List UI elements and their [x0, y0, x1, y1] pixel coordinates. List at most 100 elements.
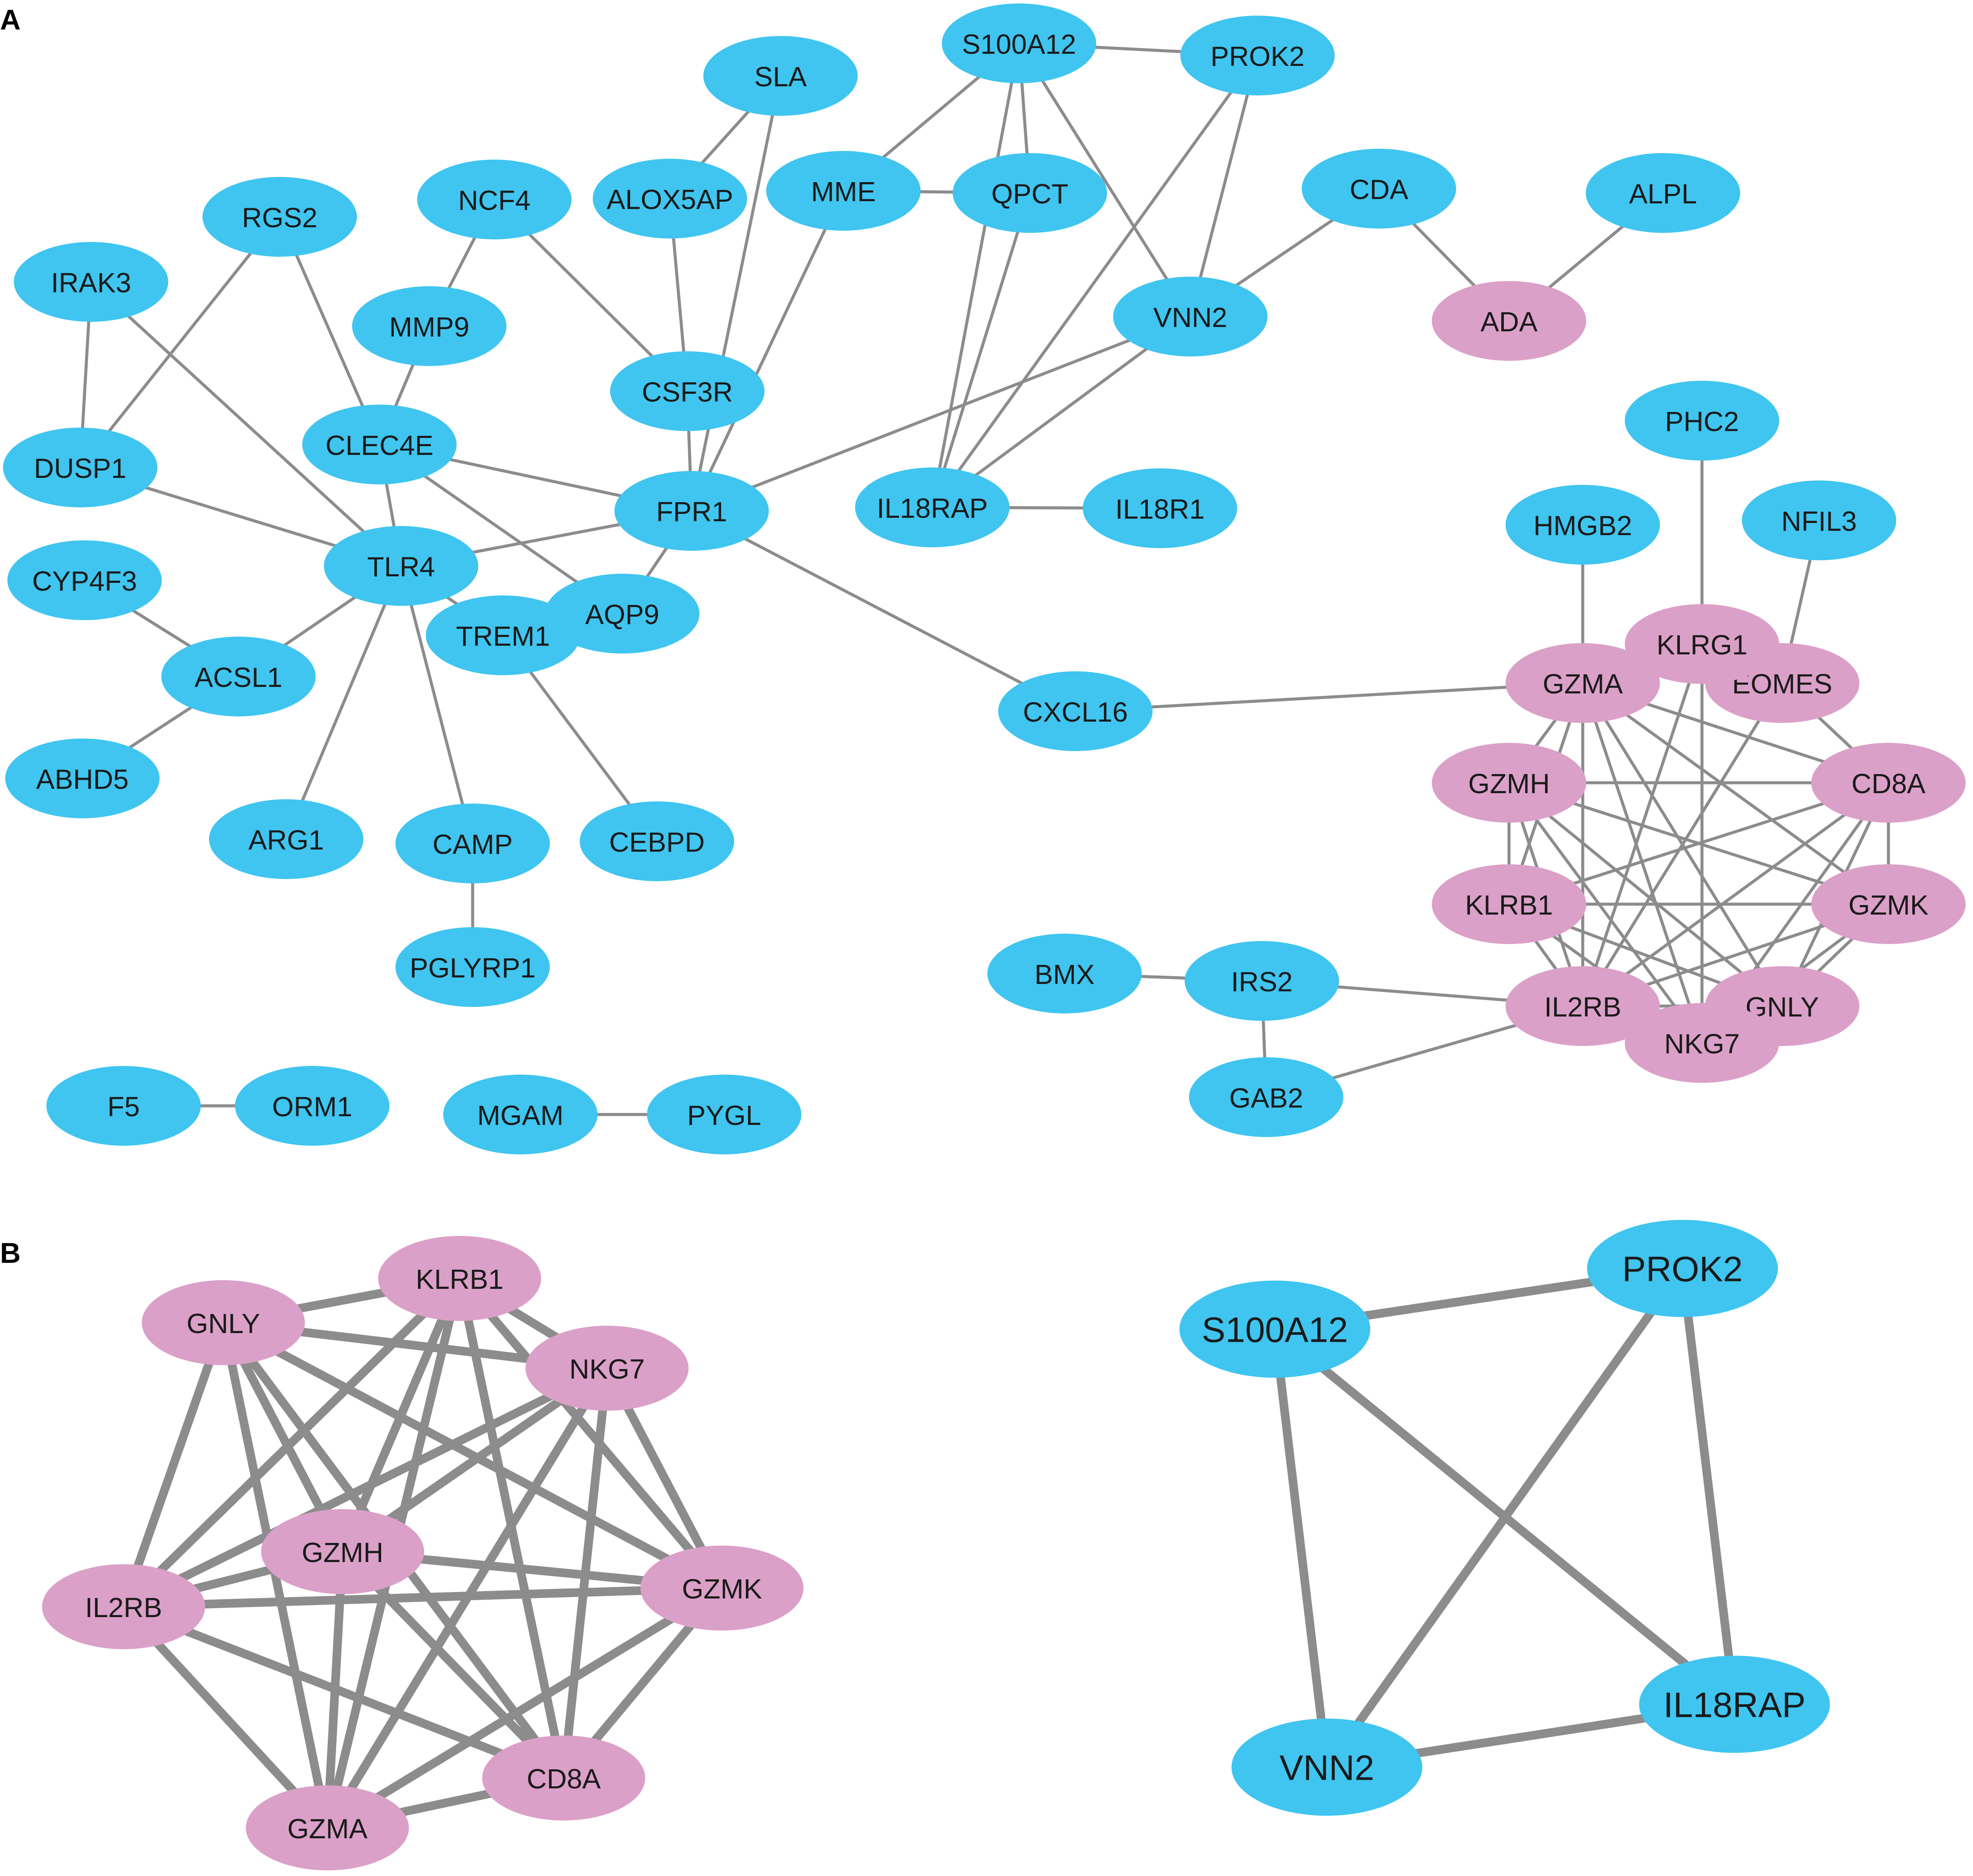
- panel-a-node-ada: ADA: [1432, 281, 1586, 361]
- panel-a-node-il18r1: IL18R1: [1083, 468, 1237, 548]
- panel-a-node-mgam: MGAM: [443, 1075, 598, 1154]
- panel-a-node-label-gzma: GZMA: [1543, 668, 1623, 699]
- panel-a-edge-irak3-tlr4: [90, 281, 402, 567]
- panel-a-node-label-ncf4: NCF4: [458, 185, 530, 216]
- panel-a-node-label-camp: CAMP: [433, 829, 513, 860]
- panel-a-node-csf3r: CSF3R: [610, 351, 764, 431]
- panel-a-node-shape-alox5ap: [593, 159, 747, 239]
- panel-a-node-label-csf3r: CSF3R: [642, 376, 733, 408]
- panel-a-node-label-gzmk: GZMK: [1849, 889, 1929, 921]
- panel-a-node-shape-clec4e: [302, 405, 457, 484]
- panel-a-node-alpl: ALPL: [1586, 153, 1740, 233]
- panel-a-node-vnn2: VNN2: [1113, 277, 1267, 356]
- panel-a-node-fpr1: FPR1: [614, 471, 769, 551]
- panel-a-node-cd8a: CD8A: [1811, 743, 1966, 823]
- panel-a-node-shape-mme: [766, 151, 921, 231]
- panel-a-node-shape-nkg7: [1625, 1003, 1779, 1083]
- panel-a-edge-gzmh-nkg7: [1508, 781, 1703, 1044]
- panel-a-node-shape-dusp1: [3, 428, 157, 507]
- panel-a-edge-gzma-gzmk: [1581, 682, 1890, 905]
- panel-a-node-label-pygl: PYGL: [687, 1100, 761, 1131]
- panel-a-node-abhd5: ABHD5: [5, 739, 160, 818]
- panel-a-node-label-phc2: PHC2: [1665, 406, 1739, 437]
- panel-b-node-gzma: GZMA: [246, 1785, 409, 1870]
- panel-a-node-label-arg1: ARG1: [248, 824, 324, 856]
- panel-a-node-shape-trem1: [426, 595, 580, 675]
- panel-a-node-shape-cebpd: [580, 801, 734, 881]
- panel-a-node-eomes: EOMES: [1705, 643, 1859, 723]
- panel-a-edge-s100a12-il18rap: [931, 43, 1021, 508]
- panel-a-node-shape-mgam: [443, 1075, 598, 1154]
- panel-a-node-bmx: BMX: [987, 934, 1142, 1013]
- panel-a-node-mmp9: MMP9: [352, 286, 506, 366]
- panel-a-node-klrg1: KLRG1: [1625, 604, 1779, 684]
- panel-b-node-prok2: PROK2: [1587, 1220, 1778, 1317]
- panel-a-node-aqp9: AQP9: [545, 574, 699, 654]
- panel-a-node-label-rgs2: RGS2: [242, 202, 317, 233]
- panel-a-node-shape-rgs2: [203, 177, 357, 257]
- panel-a-node-alox5ap: ALOX5AP: [593, 159, 747, 239]
- panel-a-node-shape-s100a12: [942, 3, 1096, 83]
- panel-a-node-shape-sla: [703, 36, 858, 116]
- panel-a-node-label-ada: ADA: [1480, 306, 1538, 337]
- panel-b-edge-s100a12-vnn2: [1271, 1328, 1331, 1768]
- panel-b-node-il18rap: IL18RAP: [1639, 1656, 1830, 1753]
- panel-b-edge-gnly-il2rb: [119, 1321, 228, 1608]
- panel-a-edge-tlr4-camp: [399, 565, 474, 844]
- panel-b-node-shape-s100a12: [1179, 1281, 1370, 1378]
- panel-b-node-shape-gnly: [142, 1280, 305, 1365]
- panel-b-node-shape-il2rb: [42, 1564, 205, 1649]
- panel-b-edge-gzmk-il2rb: [123, 1584, 722, 1611]
- panel-a-node-label-clec4e: CLEC4E: [326, 430, 434, 461]
- panel-a-node-label-alox5ap: ALOX5AP: [607, 184, 733, 215]
- panel-a-node-label-cd8a: CD8A: [1852, 768, 1926, 799]
- panel-a-node-shape-orm1: [235, 1066, 389, 1146]
- panel-a-node-qpct: QPCT: [953, 153, 1107, 233]
- panel-b-node-label-prok2: PROK2: [1622, 1250, 1743, 1289]
- panel-a-node-shape-pygl: [647, 1075, 801, 1154]
- panel-a-node-shape-il18r1: [1083, 468, 1237, 548]
- panel-a-node-gab2: GAB2: [1189, 1057, 1343, 1137]
- panel-a-node-label-s100a12: S100A12: [962, 29, 1076, 60]
- panel-a-node-pglyrp1: PGLYRP1: [395, 927, 550, 1007]
- panel-a-node-label-nfil3: NFIL3: [1781, 506, 1857, 537]
- panel-a-node-klrb1: KLRB1: [1432, 864, 1586, 944]
- panel-a-node-hmgb2: HMGB2: [1506, 485, 1660, 565]
- panel-a-node-shape-bmx: [987, 934, 1142, 1013]
- panel-a-node-shape-cxcl16: [998, 671, 1153, 751]
- panel-b-node-shape-cd8a: [482, 1735, 645, 1820]
- panel-a-node-shape-cyp4f3: [7, 540, 162, 620]
- panel-a-node-label-alpl: ALPL: [1629, 178, 1697, 209]
- panel-a-node-pygl: PYGL: [647, 1075, 801, 1154]
- panel-a-node-shape-arg1: [209, 799, 363, 879]
- panel-a-node-shape-il18rap: [855, 467, 1009, 547]
- panel-a-node-label-hmgb2: HMGB2: [1533, 510, 1632, 541]
- panel-b-node-shape-prok2: [1587, 1220, 1778, 1317]
- panel-b-node-shape-nkg7: [526, 1326, 689, 1411]
- panel-a-node-shape-f5: [46, 1066, 201, 1146]
- panel-a-node-shape-cda: [1302, 149, 1456, 229]
- panel-b-label: B: [0, 1237, 21, 1269]
- panel-b-edge-klrb1-il2rb: [121, 1275, 463, 1610]
- panel-a-node-irak3: IRAK3: [14, 242, 168, 322]
- panel-a-node-nfil3: NFIL3: [1742, 480, 1896, 560]
- panel-a-node-shape-phc2: [1625, 381, 1779, 461]
- panel-b-node-nkg7: NKG7: [526, 1326, 689, 1411]
- panel-a-node-irs2: IRS2: [1185, 941, 1339, 1021]
- panel-a-node-shape-klrg1: [1625, 604, 1779, 684]
- panel-b-node-klrb1: KLRB1: [378, 1236, 541, 1321]
- panel-a-node-cyp4f3: CYP4F3: [7, 540, 162, 620]
- panel-a-node-label-mme: MME: [811, 176, 875, 207]
- panel-a-node-label-trem1: TREM1: [456, 621, 550, 652]
- panel-a-edge-s100a12-vnn2: [1018, 42, 1192, 317]
- panel-a-node-label-gab2: GAB2: [1229, 1082, 1303, 1114]
- panel-a-node-shape-camp: [395, 804, 550, 883]
- panel-a-node-cxcl16: CXCL16: [998, 671, 1153, 751]
- panel-b-node-shape-klrb1: [378, 1236, 541, 1321]
- panel-a-node-label-orm1: ORM1: [272, 1091, 353, 1122]
- panel-a-node-label-irak3: IRAK3: [51, 267, 131, 298]
- panel-a-edge-sla-fpr1: [690, 75, 782, 511]
- panel-a-node-shape-prok2: [1180, 16, 1335, 95]
